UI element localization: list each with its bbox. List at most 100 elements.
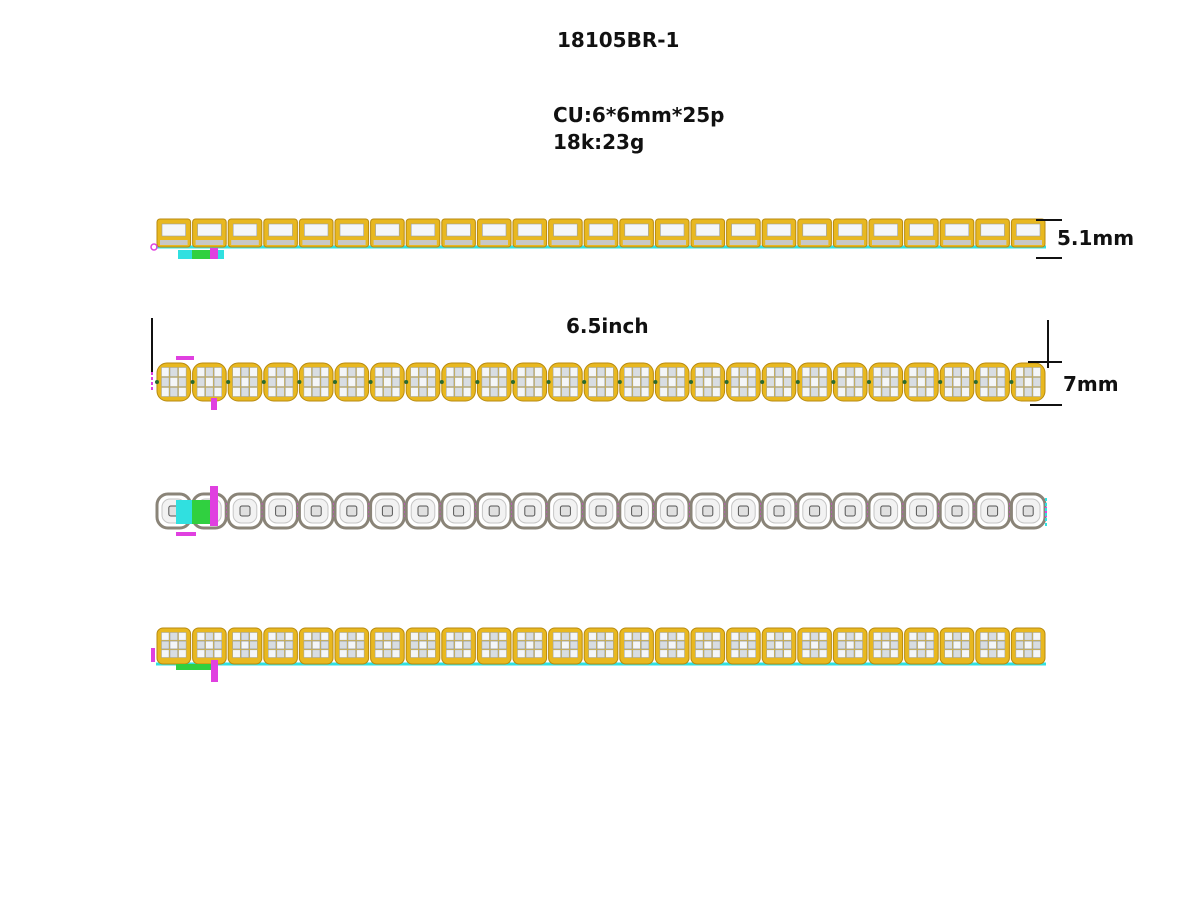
stone (481, 387, 490, 397)
stone (391, 640, 400, 650)
top-link (831, 362, 868, 402)
stone (356, 640, 365, 650)
top-link-joint (226, 380, 231, 384)
stone (285, 387, 294, 397)
back-clasp-green (192, 500, 210, 524)
side-link-stone (446, 223, 471, 237)
stone (917, 640, 926, 650)
stone (205, 640, 214, 650)
stone (356, 367, 365, 377)
stone (391, 367, 400, 377)
stone (739, 377, 748, 387)
stone (427, 367, 436, 377)
stone (846, 640, 855, 650)
stone (783, 640, 792, 650)
side-link (405, 218, 441, 248)
stone (837, 387, 846, 397)
side-link-stone (838, 223, 863, 237)
stone (890, 640, 899, 650)
stone (410, 632, 419, 641)
stone (463, 649, 472, 658)
stone (169, 377, 178, 387)
stone (374, 649, 383, 658)
perspective-link (583, 627, 619, 665)
back-link-hole (737, 505, 749, 517)
stone (517, 377, 526, 387)
top-link-joint (368, 380, 373, 384)
stone (161, 649, 170, 658)
stone (169, 632, 178, 641)
side-link-base (694, 240, 722, 245)
stone (463, 377, 472, 387)
stone (178, 649, 187, 658)
stone (980, 367, 989, 377)
perspective-link (227, 627, 263, 665)
stone (925, 387, 934, 397)
stone (268, 367, 277, 377)
perspective-link (1010, 627, 1046, 665)
stone (819, 649, 828, 658)
stone (446, 377, 455, 387)
stone (320, 632, 329, 641)
stone (747, 387, 756, 397)
back-link-hole (381, 505, 393, 517)
stone (676, 640, 685, 650)
stone (205, 377, 214, 387)
stone (676, 377, 685, 387)
side-link (904, 218, 939, 248)
side-link-base (338, 240, 366, 245)
stone (303, 640, 312, 650)
back-link (725, 492, 763, 530)
stone (196, 367, 205, 377)
stone (695, 377, 704, 387)
stone (312, 377, 321, 387)
stone (837, 367, 846, 377)
stone (454, 640, 463, 650)
stone (988, 377, 997, 387)
stone (446, 367, 455, 377)
top-link-joint (938, 380, 943, 384)
back-link-hole (453, 505, 465, 517)
stone (312, 649, 321, 658)
back-link (903, 492, 941, 530)
stone (810, 632, 819, 641)
stone (1015, 640, 1024, 650)
stone (944, 640, 953, 650)
side-link-stone (553, 223, 578, 237)
stone (810, 377, 819, 387)
stone (418, 632, 428, 641)
top-link-joint (475, 380, 480, 384)
stone (249, 387, 258, 397)
top-link-joint (867, 380, 871, 384)
stone (783, 377, 792, 387)
stone (339, 640, 348, 650)
side-link (868, 218, 904, 248)
width-dimension-label: 7mm (1063, 372, 1119, 396)
perspective-clasp-magenta (211, 660, 218, 682)
stone (668, 632, 677, 641)
stone (730, 387, 739, 397)
stone (837, 632, 846, 641)
stone (596, 367, 606, 377)
side-link-stone (517, 223, 542, 237)
side-link (192, 218, 227, 248)
side-link-base (587, 240, 615, 245)
stone (952, 640, 962, 650)
side-link-base (872, 240, 900, 245)
stone (178, 377, 187, 387)
stone (925, 377, 934, 387)
top-link-joint (795, 380, 800, 384)
top-link-joint (511, 380, 515, 384)
stone (632, 649, 641, 658)
perspective-link (654, 627, 690, 665)
stone (1024, 377, 1033, 387)
back-link (689, 492, 727, 530)
perspective-clasp-green (176, 664, 212, 670)
stone (418, 387, 428, 397)
stone (596, 387, 606, 397)
back-link-hole (987, 505, 999, 517)
stone (766, 649, 775, 658)
stone (917, 367, 926, 377)
side-link-stone (766, 223, 792, 237)
